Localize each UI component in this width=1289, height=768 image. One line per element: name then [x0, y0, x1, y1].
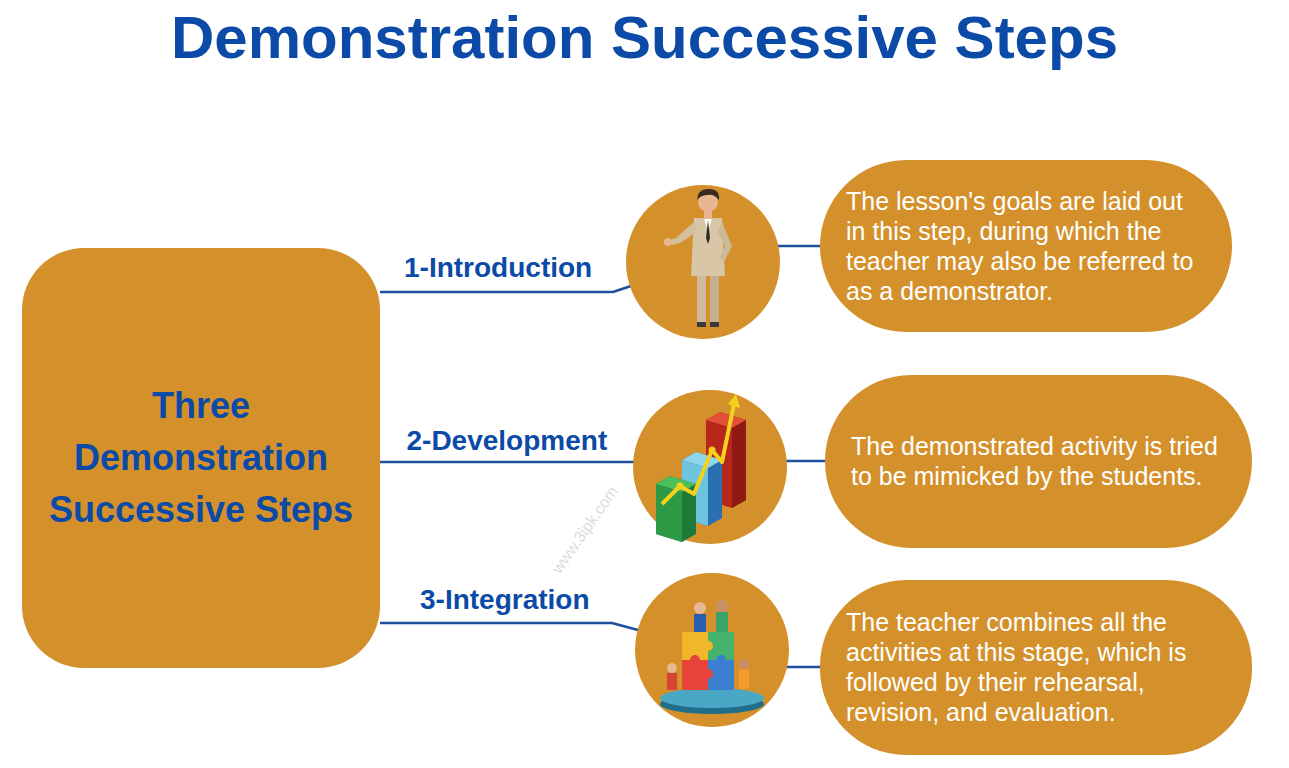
step-description: The lesson's goals are laid out in this … [846, 186, 1204, 306]
step-description: The teacher combines all the activities … [846, 607, 1224, 727]
puzzle-team-illustration [635, 573, 789, 727]
root-box: Three Demonstration Successive Steps [22, 248, 380, 668]
description-pill: The lesson's goals are laid out in this … [820, 160, 1232, 332]
step-label: 3-Integration [420, 584, 590, 616]
presenter-illustration [626, 185, 780, 339]
step-label: 1-Introduction [404, 252, 592, 284]
description-pill: The teacher combines all the activities … [820, 580, 1252, 755]
watermark: www.3ipk.com [548, 483, 621, 577]
diagram-title: Demonstration Successive Steps [0, 0, 1289, 72]
step-label: 2-Development [407, 425, 608, 457]
description-pill: The demonstrated activity is tried to be… [825, 375, 1252, 548]
box-title: Three Demonstration Successive Steps [41, 380, 361, 536]
step-description: The demonstrated activity is tried to be… [851, 431, 1224, 491]
bar-chart-illustration [633, 390, 787, 544]
